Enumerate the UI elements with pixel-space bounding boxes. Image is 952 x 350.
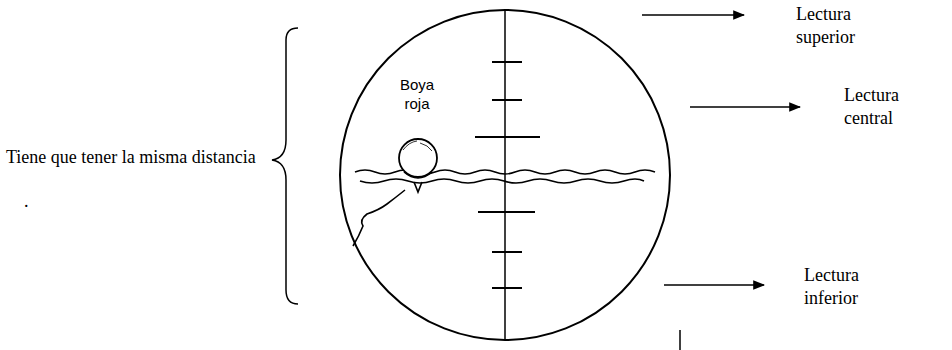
- vertical-hair: [504, 10, 506, 340]
- red-buoy: [399, 139, 437, 192]
- eyepiece-circle: [340, 10, 670, 340]
- reading-arrows: [642, 15, 800, 285]
- distance-brace: [272, 28, 298, 304]
- stray-mark: .: [24, 190, 44, 213]
- reading-label: Lectura central: [844, 84, 924, 129]
- reading-label: Lectura inferior: [804, 264, 884, 309]
- stadia-ticks: [475, 62, 540, 288]
- tick-mark: [679, 330, 681, 350]
- buoy-label: Boya roja: [386, 76, 448, 114]
- brace-note: Tiene que tener la misma distancia: [6, 146, 268, 169]
- reading-label: Lectura superior: [796, 3, 876, 48]
- water-waves: [353, 170, 655, 246]
